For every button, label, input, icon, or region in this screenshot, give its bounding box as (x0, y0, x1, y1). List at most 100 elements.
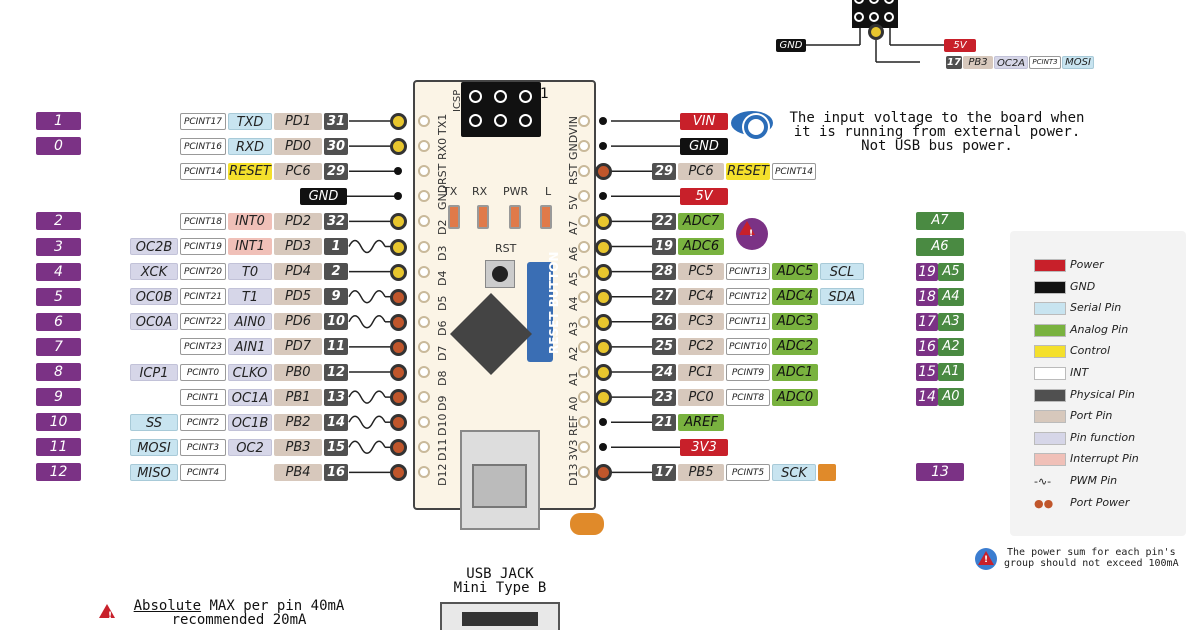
eye-icon (731, 111, 773, 139)
gnd-label: GND (300, 187, 347, 205)
legend-swatch (1034, 302, 1066, 316)
pcint-label: PCINT16 (180, 137, 226, 155)
pin-connector[interactable] (394, 192, 402, 201)
pin-connector[interactable] (390, 138, 407, 156)
board-hole-left (418, 190, 430, 203)
legend-swatch (1034, 410, 1066, 424)
pin-function-label: T0 (228, 263, 272, 281)
legend-label: Port Power (1070, 495, 1130, 509)
legend-swatch (1034, 431, 1066, 445)
pin-connector[interactable] (390, 414, 407, 432)
arduino-pin-number: 12 (36, 463, 81, 482)
legend-label: PWM Pin (1070, 474, 1118, 487)
analog-label: ADC4 (772, 288, 818, 306)
analog-pin-number: A7 (916, 212, 964, 231)
legend-label: Interrupt Pin (1070, 452, 1139, 466)
board-hole-left (418, 315, 430, 328)
pin-connector[interactable] (595, 163, 612, 181)
pin-connector[interactable] (599, 117, 607, 125)
pin-connector[interactable] (599, 142, 607, 151)
board-hole-left (418, 391, 430, 404)
port-label: PD2 (274, 212, 322, 230)
port-label: PD6 (274, 313, 322, 331)
board-silk-left: GND (436, 185, 449, 211)
analog-label: ADC1 (772, 363, 818, 381)
pin-connector[interactable] (390, 338, 407, 356)
board-silk-left: RX0 (436, 137, 449, 161)
icsp-mosi-pin[interactable] (868, 24, 884, 40)
arduino-pin-number: 1 (36, 112, 81, 130)
pin-connector[interactable] (595, 364, 612, 381)
legend-label: INT (1070, 366, 1089, 379)
board-silk-left: D4 (436, 270, 449, 286)
physical-pin-label: 25 (652, 338, 676, 356)
pin-connector[interactable] (595, 464, 612, 482)
pin-function-label: INT0 (228, 212, 272, 230)
pwm-wave (348, 289, 386, 304)
arduino-pin-number: 9 (36, 388, 81, 407)
reset-button[interactable] (485, 260, 515, 288)
alt-function-label: OC2B (130, 238, 178, 255)
legend-swatch (1034, 367, 1066, 380)
icsp-phys-label: 17 (946, 56, 962, 69)
board-silk-right: RST (567, 163, 580, 186)
arduino-pin-number: 7 (36, 337, 81, 356)
analog-pin-number: A5 (938, 262, 964, 281)
physical-pin-label: 10 (324, 313, 348, 331)
physical-pin-label: 14 (324, 413, 348, 431)
pin-connector[interactable] (599, 192, 607, 201)
physical-pin-label: 27 (652, 288, 676, 306)
board-silk-right: GND (567, 134, 580, 161)
pin-connector[interactable] (390, 364, 407, 381)
board-silk-left: D2 (436, 219, 449, 236)
icsp-header-top (852, 0, 898, 28)
pcint-label: PCINT4 (180, 463, 226, 481)
pin-connector[interactable] (394, 167, 402, 176)
reset-button-tag: RESET BUTTON (527, 252, 561, 362)
pin-connector[interactable] (595, 213, 612, 231)
pin-connector[interactable] (390, 464, 407, 482)
pcint-label: PCINT13 (726, 263, 770, 281)
board-silk-left: D3 (436, 245, 449, 261)
physical-pin-label: 16 (324, 463, 348, 481)
pin-connector[interactable] (595, 389, 612, 407)
pin-connector[interactable] (390, 439, 407, 457)
pin-connector[interactable] (595, 288, 612, 306)
board-mascot-icon (570, 513, 604, 535)
pin-connector[interactable] (390, 238, 407, 256)
pin-connector[interactable] (599, 443, 607, 452)
pin-connector[interactable] (595, 313, 612, 331)
physical-pin-label: 29 (652, 162, 676, 180)
board-hole-right (578, 366, 590, 378)
warning-icon-power-sum: ! (975, 548, 997, 570)
pcint-label: PCINT23 (180, 338, 226, 356)
pin-connector[interactable] (390, 213, 407, 231)
led-tx-silk: TX (443, 185, 458, 198)
physical-pin-label: 13 (324, 388, 348, 406)
warning-icon-max: ! (96, 601, 124, 629)
clock-icon (818, 463, 836, 481)
board-silk-right: A7 (567, 220, 580, 236)
board-hole-right (578, 165, 590, 178)
pin-connector[interactable] (595, 238, 612, 256)
pin-connector[interactable] (390, 389, 407, 407)
arduino-pin-number: 15 (916, 363, 938, 381)
usb-mini-connector (460, 430, 540, 530)
pin-connector[interactable] (595, 338, 612, 356)
pin-connector[interactable] (390, 263, 407, 281)
board-hole-left (418, 265, 430, 278)
arduino-pin-number: 18 (916, 287, 938, 306)
arduino-pin-number: 19 (916, 262, 938, 281)
pcint-label: PCINT20 (180, 263, 226, 281)
board-silk-left: RST (436, 163, 449, 186)
port-label: PB2 (274, 413, 322, 431)
pin-connector[interactable] (599, 418, 607, 427)
pin-connector[interactable] (390, 113, 407, 130)
pwm-wave (348, 390, 386, 404)
pin-connector[interactable] (390, 313, 407, 331)
pin-connector[interactable] (390, 288, 407, 306)
port-label: PC5 (678, 263, 724, 281)
pin-connector[interactable] (595, 263, 612, 281)
